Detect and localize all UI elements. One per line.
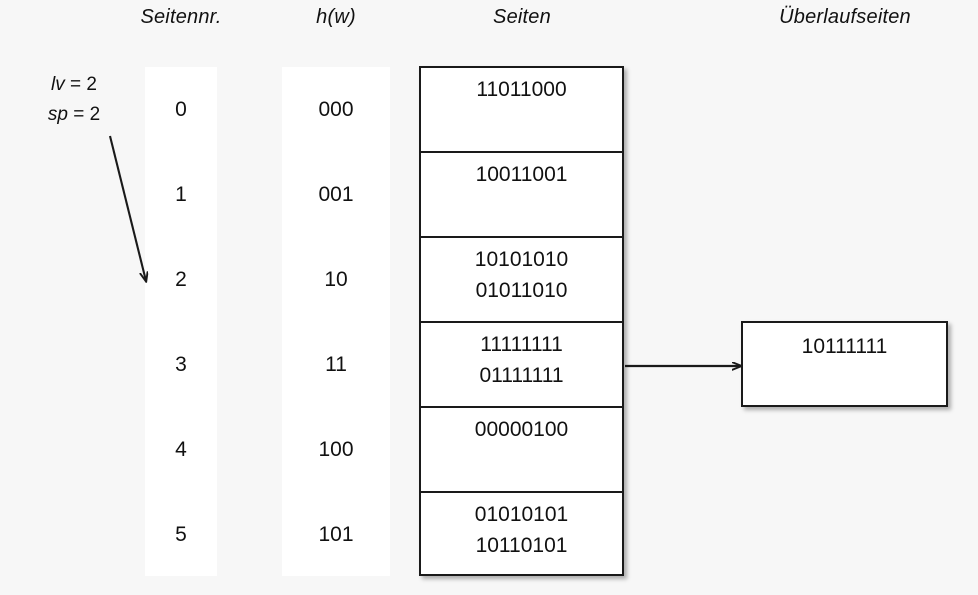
- cell-seitennr: 3: [175, 352, 187, 376]
- parameter-legend: lv = 2 sp = 2: [14, 70, 134, 130]
- page-record: 10110101: [475, 534, 568, 557]
- legend-lv-value: = 2: [70, 74, 97, 95]
- legend-sp-value: = 2: [73, 104, 101, 125]
- split-pointer-arrow: [108, 135, 146, 281]
- page-record: 10011001: [475, 163, 568, 186]
- legend-sp-var: sp: [47, 104, 68, 125]
- cell-seitennr: 0: [175, 97, 187, 121]
- page-row: 10011001: [421, 153, 622, 238]
- page-record: 11011000: [476, 78, 567, 101]
- cell-hw: 000: [318, 97, 354, 121]
- overflow-page-box: 10111111: [741, 321, 948, 407]
- overflow-page-record: 10111111: [801, 335, 888, 358]
- column-header-ueberlaufseiten: Überlaufseiten: [779, 6, 911, 28]
- page-record: 01011010: [475, 279, 568, 302]
- cell-hw: 001: [318, 182, 354, 206]
- cell-seitennr: 4: [175, 437, 187, 461]
- cell-hw: 11: [325, 352, 347, 376]
- legend-line-lv: lv = 2: [14, 70, 134, 100]
- column-panel-seitennr: 0 1 2 3 4 5: [145, 67, 217, 576]
- page-row: 00000100: [421, 408, 622, 493]
- cell-seitennr: 5: [175, 522, 187, 546]
- column-panel-hw: 000 001 10 11 100 101: [282, 67, 390, 576]
- column-header-seitennr: Seitennr.: [140, 6, 222, 28]
- page-record: 11111111: [480, 333, 563, 356]
- page-record: 01111111: [479, 364, 564, 387]
- column-header-hw: h(w): [316, 6, 356, 28]
- legend-lv-var: lv: [51, 74, 65, 95]
- cell-hw: 100: [318, 437, 354, 461]
- cell-hw: 101: [318, 522, 354, 546]
- legend-line-sp: sp = 2: [14, 100, 134, 130]
- pages-stack: 11011000 10011001 10101010 01011010 1111…: [419, 66, 624, 576]
- page-row: 11111111 01111111: [421, 323, 622, 408]
- cell-seitennr: 1: [175, 182, 187, 206]
- page-record: 10101010: [474, 248, 569, 271]
- page-row: 11011000: [421, 68, 622, 153]
- cell-seitennr: 2: [175, 267, 187, 291]
- page-row: 01010101 10110101: [421, 493, 622, 578]
- cell-hw: 10: [324, 267, 348, 291]
- page-record: 01010101: [474, 503, 569, 526]
- page-row: 10101010 01011010: [421, 238, 622, 323]
- column-header-seiten: Seiten: [493, 6, 551, 28]
- page-record: 00000100: [474, 418, 569, 441]
